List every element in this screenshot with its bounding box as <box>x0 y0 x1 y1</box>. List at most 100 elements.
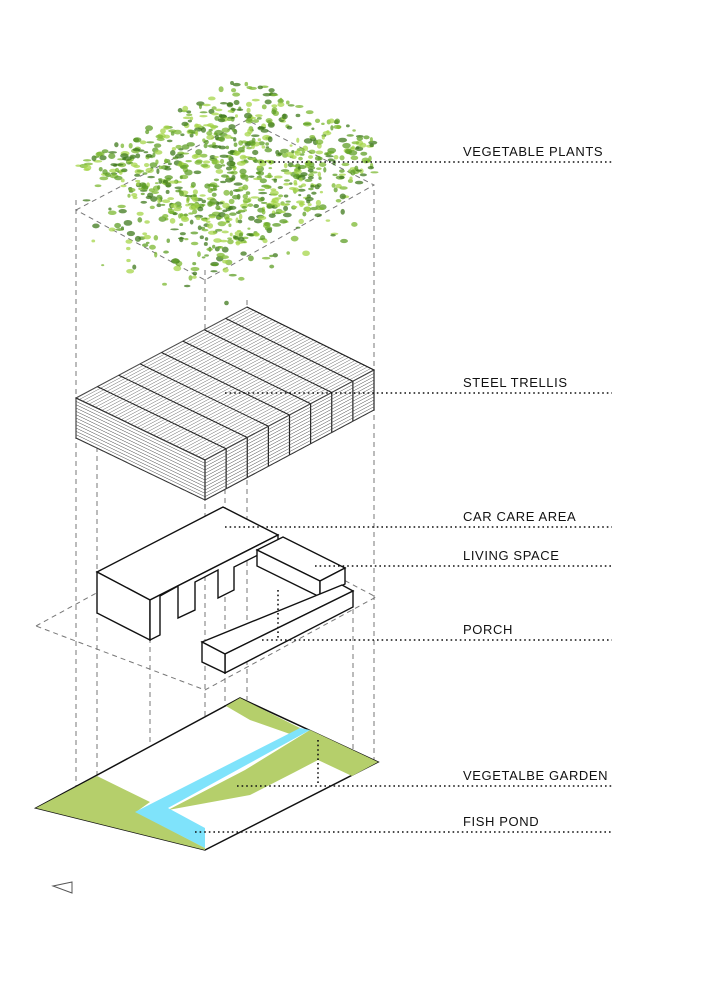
leaf <box>298 194 302 197</box>
leaf <box>192 209 198 215</box>
leaf <box>145 153 153 158</box>
leaf <box>305 110 314 115</box>
leaf <box>270 93 279 97</box>
leaf <box>186 113 193 117</box>
leaf <box>240 251 247 256</box>
leaf <box>123 219 133 226</box>
leaf <box>213 238 222 243</box>
leaf <box>173 207 182 212</box>
leaf <box>132 147 141 152</box>
leaf <box>82 199 91 202</box>
leaf <box>289 182 293 185</box>
leaf <box>285 100 290 105</box>
leaf <box>120 178 125 183</box>
leaf <box>295 104 304 108</box>
leaf <box>152 152 156 158</box>
leaf <box>264 99 272 105</box>
leaf <box>279 97 283 103</box>
leaf <box>114 167 120 173</box>
leaf <box>143 162 150 168</box>
leaf <box>264 174 273 179</box>
leaf <box>171 147 177 151</box>
leaf <box>233 182 243 186</box>
leaf <box>203 242 208 246</box>
leaf <box>233 137 237 142</box>
leaf <box>242 193 249 200</box>
leaf <box>221 127 231 133</box>
leaf <box>94 155 100 159</box>
leaf <box>114 222 121 229</box>
trellis-bar <box>139 363 269 427</box>
leaf <box>190 241 199 246</box>
lawn-front <box>36 776 205 850</box>
leaf <box>237 237 245 242</box>
leaf <box>144 220 150 224</box>
leaf <box>145 125 154 131</box>
leaf <box>214 129 224 136</box>
leaf <box>191 154 199 160</box>
leaf <box>181 121 189 127</box>
leaf <box>340 208 345 215</box>
leaf <box>215 216 224 219</box>
leaf <box>277 152 282 156</box>
leaf <box>208 215 216 219</box>
leaf <box>236 108 244 111</box>
leaf <box>200 163 209 168</box>
leaf <box>126 230 136 237</box>
leaf <box>218 136 226 142</box>
leaf <box>237 219 243 224</box>
leaf <box>135 182 140 186</box>
leaf <box>200 226 206 230</box>
leaf <box>214 134 219 141</box>
leaf <box>201 256 206 259</box>
leaf <box>318 176 322 180</box>
leaf <box>252 149 259 156</box>
leaf <box>340 238 348 244</box>
leaf <box>260 201 268 205</box>
leaf <box>227 237 232 240</box>
leaf <box>282 212 292 218</box>
leaf <box>265 146 270 149</box>
leaf <box>209 154 216 160</box>
leaf <box>221 246 229 253</box>
leaf <box>332 173 338 177</box>
leaf <box>167 197 175 201</box>
leaf <box>314 118 321 123</box>
trellis-bar <box>204 406 375 497</box>
leaf <box>356 136 364 141</box>
leaf <box>132 196 138 200</box>
leaf <box>231 88 237 93</box>
leaf <box>319 190 324 194</box>
leaf <box>242 198 251 204</box>
leaf <box>237 146 245 152</box>
leaf <box>315 207 325 211</box>
leaf <box>250 196 260 199</box>
leaf <box>178 213 182 219</box>
leaf <box>359 173 367 177</box>
leaf <box>361 157 370 164</box>
trellis-bar <box>204 399 375 491</box>
leaf <box>208 108 215 115</box>
leaf <box>208 128 213 132</box>
leaf <box>219 154 229 158</box>
leaf <box>315 205 320 208</box>
leaf <box>304 178 313 182</box>
leaf <box>147 175 156 179</box>
leaf <box>184 169 193 176</box>
leaf <box>179 175 183 180</box>
leaf <box>238 213 243 220</box>
leaf <box>257 85 263 90</box>
leaf <box>195 216 201 221</box>
fish-pond <box>135 728 310 848</box>
leaf <box>272 253 278 258</box>
leaf <box>83 168 90 172</box>
leaf <box>336 125 342 130</box>
leaf <box>192 275 197 279</box>
leaf <box>213 178 220 182</box>
leaf <box>317 171 322 177</box>
leaf <box>207 223 214 229</box>
leaf <box>182 116 192 120</box>
leaf <box>99 155 107 161</box>
leaf <box>225 166 233 171</box>
